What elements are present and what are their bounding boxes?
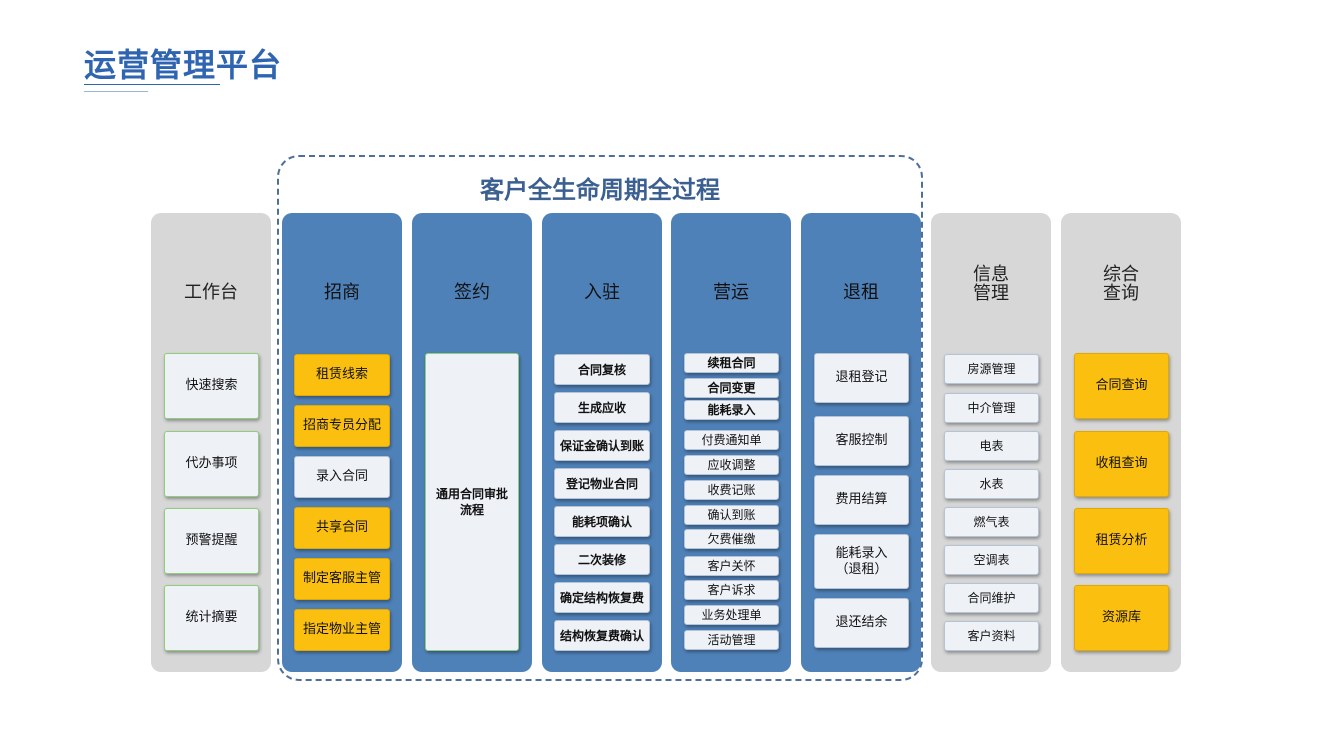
box-assign-cs-manager[interactable]: 制定客服主管 (294, 558, 390, 600)
box-energy-entry[interactable]: 能耗录入 (684, 400, 779, 420)
column-header: 营运 (713, 282, 749, 303)
box-contract-review[interactable]: 合同复核 (554, 354, 650, 385)
column-header: 签约 (454, 282, 490, 303)
box-overdue-collection[interactable]: 欠费催缴 (684, 529, 779, 549)
box-property-contract[interactable]: 登记物业合同 (554, 468, 650, 499)
column-investment: 招商 租赁线索 招商专员分配 录入合同 共享合同 制定客服主管 指定物业主管 (282, 213, 402, 672)
column-comprehensive-query: 综合 查询 合同查询 收租查询 租赁分析 资源库 (1061, 213, 1181, 672)
box-energy-entry-exit[interactable]: 能耗录入 （退租） (814, 534, 909, 589)
box-secondary-decoration[interactable]: 二次装修 (554, 544, 650, 575)
box-customer-care[interactable]: 客户关怀 (684, 556, 779, 576)
column-workbench: 工作台 快速搜索 代办事项 预警提醒 统计摘要 (151, 213, 271, 672)
box-contract-change[interactable]: 合同变更 (684, 378, 779, 398)
column-info-management: 信息 管理 房源管理 中介管理 电表 水表 燃气表 空调表 合同维护 客户资料 (931, 213, 1051, 672)
box-gas-meter[interactable]: 燃气表 (944, 507, 1039, 537)
title-underline (84, 84, 220, 85)
box-restoration-fee[interactable]: 确定结构恢复费 (554, 582, 650, 613)
box-activity-management[interactable]: 活动管理 (684, 630, 779, 650)
box-todo[interactable]: 代办事项 (164, 431, 259, 497)
box-electric-meter[interactable]: 电表 (944, 431, 1039, 461)
column-header: 综合 查询 (1103, 264, 1139, 304)
box-enter-contract[interactable]: 录入合同 (294, 456, 390, 498)
column-operation: 营运 续租合同 合同变更 能耗录入 付费通知单 应收调整 收费记账 确认到账 欠… (671, 213, 791, 672)
box-restoration-fee-confirm[interactable]: 结构恢复费确认 (554, 620, 650, 651)
box-lease-analysis[interactable]: 租赁分析 (1074, 508, 1169, 574)
column-signing: 签约 通用合同审批流程 (412, 213, 532, 672)
box-receivable-adjust[interactable]: 应收调整 (684, 455, 779, 475)
box-lease-lead[interactable]: 租赁线索 (294, 354, 390, 396)
box-quick-search[interactable]: 快速搜索 (164, 353, 259, 419)
lifecycle-title: 客户全生命周期全过程 (480, 176, 720, 204)
title-underline-short (84, 91, 148, 92)
column-header: 信息 管理 (973, 264, 1009, 304)
column-header: 入驻 (584, 282, 620, 303)
box-resource-library[interactable]: 资源库 (1074, 585, 1169, 651)
box-payment-confirm[interactable]: 确认到账 (684, 505, 779, 525)
box-stat-summary[interactable]: 统计摘要 (164, 585, 259, 651)
box-assign-property-manager[interactable]: 指定物业主管 (294, 609, 390, 651)
box-agency-management[interactable]: 中介管理 (944, 393, 1039, 423)
box-water-meter[interactable]: 水表 (944, 469, 1039, 499)
box-contract-maintenance[interactable]: 合同维护 (944, 583, 1039, 613)
box-customer-info[interactable]: 客户资料 (944, 621, 1039, 651)
box-generate-receivable[interactable]: 生成应收 (554, 392, 650, 423)
column-header: 招商 (324, 282, 360, 303)
box-share-contract[interactable]: 共享合同 (294, 507, 390, 549)
box-warning[interactable]: 预警提醒 (164, 508, 259, 574)
box-property-management[interactable]: 房源管理 (944, 354, 1039, 384)
box-rent-query[interactable]: 收租查询 (1074, 431, 1169, 497)
box-ac-meter[interactable]: 空调表 (944, 545, 1039, 575)
column-check-in: 入驻 合同复核 生成应收 保证金确认到账 登记物业合同 能耗项确认 二次装修 确… (542, 213, 662, 672)
box-investment-assign[interactable]: 招商专员分配 (294, 405, 390, 447)
box-energy-confirm[interactable]: 能耗项确认 (554, 506, 650, 537)
box-renew-contract[interactable]: 续租合同 (684, 353, 779, 373)
box-business-order[interactable]: 业务处理单 (684, 605, 779, 625)
box-payment-notice[interactable]: 付费通知单 (684, 430, 779, 450)
column-header: 工作台 (184, 282, 238, 303)
box-fee-accounting[interactable]: 收费记账 (684, 480, 779, 500)
lifecycle-dashed-frame (277, 155, 923, 681)
box-deposit-confirm[interactable]: 保证金确认到账 (554, 430, 650, 461)
box-fee-settlement[interactable]: 费用结算 (814, 475, 909, 525)
box-refund-balance[interactable]: 退还结余 (814, 598, 909, 648)
box-customer-request[interactable]: 客户诉求 (684, 580, 779, 600)
column-header: 退租 (843, 282, 879, 303)
column-lease-exit: 退租 退租登记 客服控制 费用结算 能耗录入 （退租） 退还结余 (801, 213, 921, 672)
box-cs-control[interactable]: 客服控制 (814, 416, 909, 466)
page-title: 运营管理平台 (84, 46, 283, 84)
box-contract-approval[interactable]: 通用合同审批流程 (425, 353, 519, 651)
box-contract-query[interactable]: 合同查询 (1074, 353, 1169, 419)
box-exit-register[interactable]: 退租登记 (814, 353, 909, 403)
